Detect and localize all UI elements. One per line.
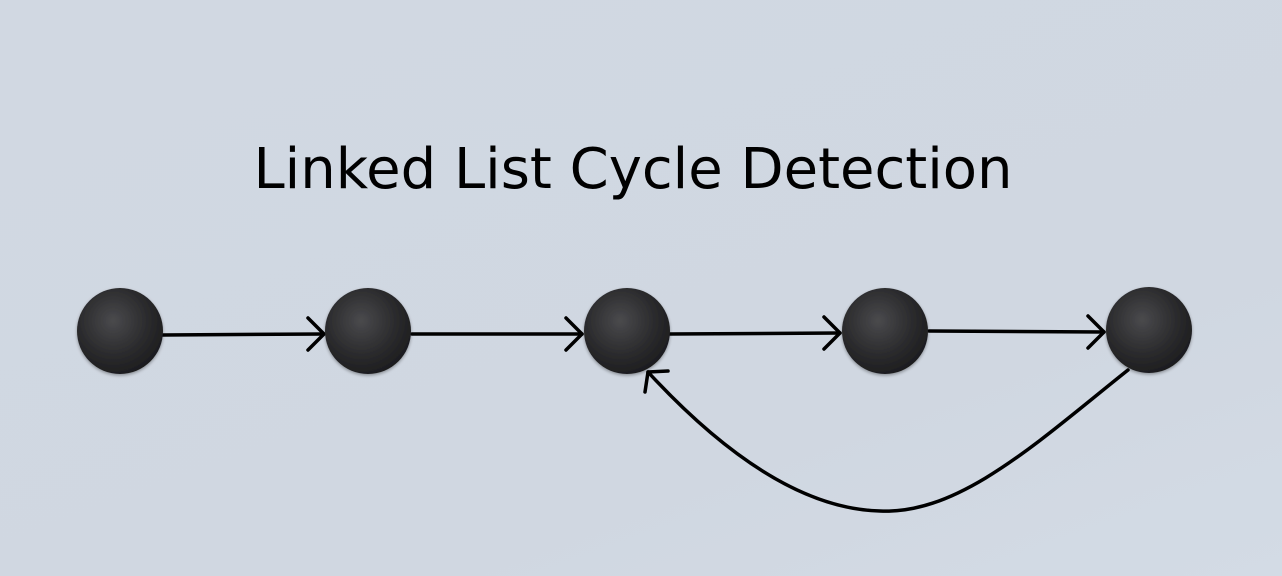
edge-node-4-to-node-5: [927, 314, 1106, 350]
node-5: [1106, 287, 1192, 373]
diagram-title: Linked List Cycle Detection: [253, 137, 1013, 202]
edge-node-1-to-node-2: [161, 316, 326, 352]
node-1: [77, 288, 163, 374]
node-4: [842, 288, 928, 374]
edges-group: [161, 314, 1130, 513]
node-2: [325, 288, 411, 374]
edge-node-2-to-node-3: [410, 316, 584, 352]
nodes-group: [77, 287, 1192, 374]
node-3: [584, 288, 670, 374]
cycle-edge-node-5-to-node-3: [643, 368, 1130, 513]
edge-node-3-to-node-4: [668, 315, 842, 351]
